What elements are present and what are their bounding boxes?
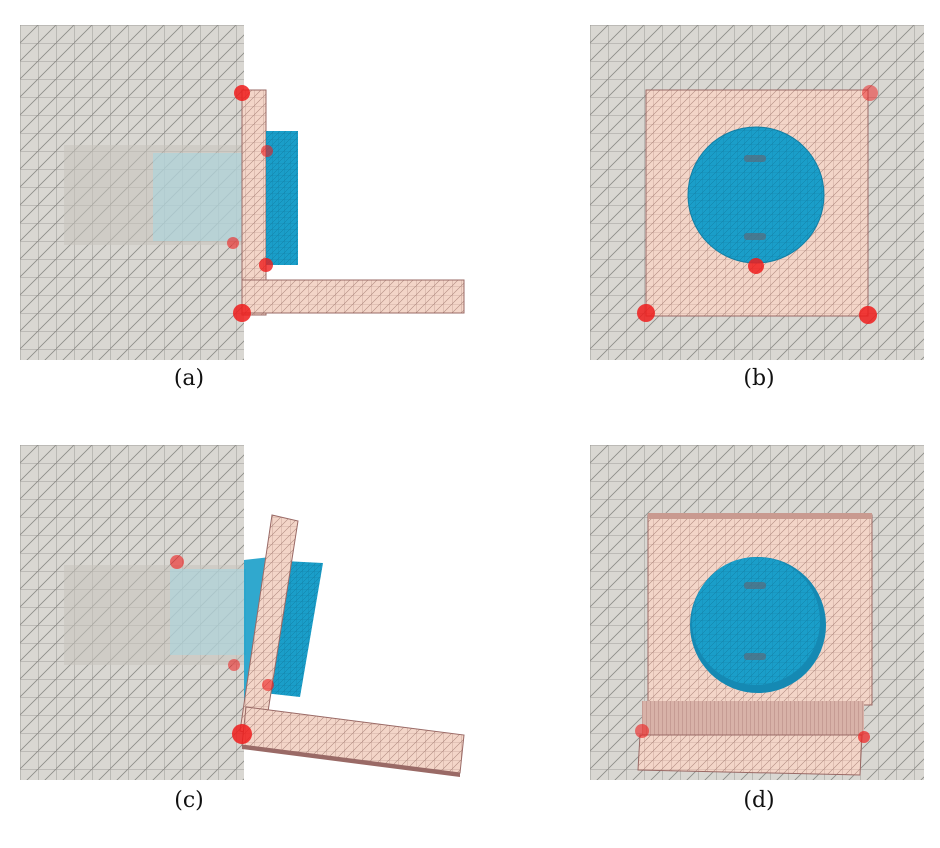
panel-a-figure <box>20 25 465 360</box>
caption-c: (c) <box>174 788 204 813</box>
contact-point <box>170 555 184 569</box>
contact-point <box>637 304 655 322</box>
caption-a: (a) <box>173 366 205 391</box>
contact-point <box>233 304 251 322</box>
cylinder <box>264 561 323 697</box>
contact-point <box>862 85 878 101</box>
vertical-plate <box>241 89 267 316</box>
plate-side-face <box>642 701 864 735</box>
caption-d: (d) <box>743 788 775 813</box>
contact-point <box>635 724 649 738</box>
contact-point <box>262 679 274 691</box>
cylinder-marker <box>744 582 766 589</box>
panel-b-figure <box>590 25 924 360</box>
contact-point <box>234 85 250 101</box>
panel-a <box>20 25 480 365</box>
contact-point <box>748 258 764 274</box>
cylinder-marker <box>744 653 766 660</box>
contact-point <box>259 258 273 272</box>
shadow-cylinder <box>153 153 244 241</box>
panel-c-figure <box>20 445 465 780</box>
contact-point <box>858 731 870 743</box>
base-plate-edge <box>242 745 460 777</box>
cylinder-marker <box>744 155 766 162</box>
panel-c <box>20 445 480 785</box>
contact-point <box>227 237 239 249</box>
shadow-cylinder <box>170 569 246 655</box>
panel-d <box>590 445 926 785</box>
caption-b: (b) <box>743 366 775 391</box>
panel-b <box>590 25 926 365</box>
contact-point <box>232 724 252 744</box>
plate-top-edge <box>648 513 872 519</box>
panel-d-figure <box>590 445 924 780</box>
contact-point <box>859 306 877 324</box>
contact-point <box>261 145 273 157</box>
contact-point <box>228 659 240 671</box>
base-plate <box>637 734 863 776</box>
cylinder-top-view <box>692 557 820 685</box>
cylinder-top-view <box>687 126 825 264</box>
cylinder-marker <box>744 233 766 240</box>
horizontal-plate <box>241 279 465 314</box>
